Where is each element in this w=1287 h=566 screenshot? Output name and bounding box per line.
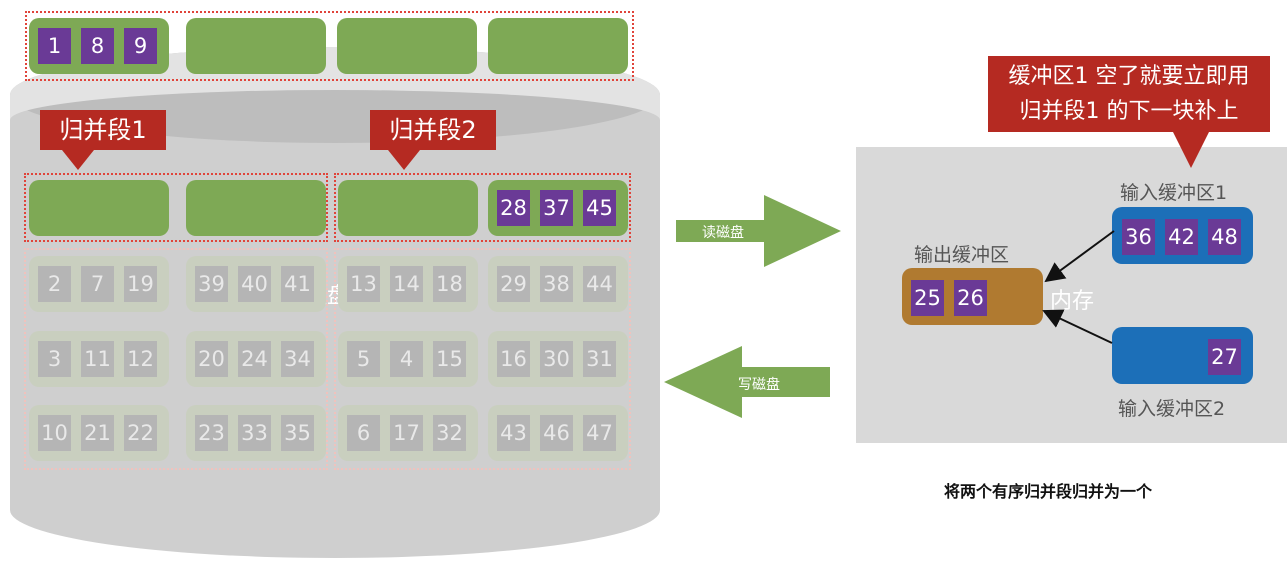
segment2-block-1 <box>338 180 478 236</box>
block-value: 11 <box>81 341 114 377</box>
segment2-callout-tail <box>388 150 420 170</box>
block-value: 19 <box>124 266 157 302</box>
block-value: 45 <box>583 190 616 226</box>
faded-block: 29 38 44 <box>488 256 628 312</box>
block-value: 15 <box>433 341 466 377</box>
buffer-value: 42 <box>1165 219 1198 255</box>
faded-block: 43 46 47 <box>488 405 628 461</box>
block-value: 34 <box>281 341 314 377</box>
block-value: 6 <box>347 415 380 451</box>
block-value: 31 <box>583 341 616 377</box>
faded-block: 39 40 41 <box>186 256 326 312</box>
faded-block: 20 24 34 <box>186 331 326 387</box>
top-block-3 <box>337 18 477 74</box>
block-value: 29 <box>497 266 530 302</box>
segment2-callout: 归并段2 <box>370 110 496 150</box>
buffer-value: 36 <box>1122 219 1155 255</box>
block-value: 41 <box>281 266 314 302</box>
output-buffer-label: 输出缓冲区 <box>914 244 1010 266</box>
top-block-4 <box>488 18 628 74</box>
input-buffer1: 36 42 48 <box>1112 207 1253 264</box>
segment2-block-2: 28 37 45 <box>488 180 628 236</box>
block-value: 3 <box>38 341 71 377</box>
buffer-callout: 缓冲区1 空了就要立即用 归并段1 的下一块补上 <box>988 56 1270 132</box>
block-value: 16 <box>497 341 530 377</box>
block-value: 12 <box>124 341 157 377</box>
block-value: 44 <box>583 266 616 302</box>
input-buffer1-label: 输入缓冲区1 <box>1120 182 1228 204</box>
faded-block: 2 7 19 <box>29 256 169 312</box>
write-disk-label: 写磁盘 <box>738 377 780 393</box>
input-buffer2: 27 <box>1112 327 1253 384</box>
segment1-block-2 <box>186 180 326 236</box>
buffer-value: 48 <box>1208 219 1241 255</box>
caption: 将两个有序归并段归并为一个 <box>944 482 1153 501</box>
buffer-value: 26 <box>954 280 987 316</box>
block-value: 7 <box>81 266 114 302</box>
block-value: 20 <box>195 341 228 377</box>
buffer-callout-line-1: 缓冲区1 空了就要立即用 <box>1008 64 1250 89</box>
block-value: 10 <box>38 415 71 451</box>
faded-block: 10 21 22 <box>29 405 169 461</box>
block-value: 38 <box>540 266 573 302</box>
block-value: 4 <box>390 341 423 377</box>
top-block-1: 1 8 9 <box>29 18 169 74</box>
segment2-rest-frame <box>334 248 631 470</box>
buffer-value: 25 <box>911 280 944 316</box>
block-value: 17 <box>390 415 423 451</box>
segment1-block-1 <box>29 180 169 236</box>
faded-block: 5 4 15 <box>338 331 478 387</box>
merge-arrows <box>1042 230 1115 344</box>
block-value: 35 <box>281 415 314 451</box>
segment1-callout-tail <box>62 150 94 170</box>
block-value: 46 <box>540 415 573 451</box>
buffer-callout-line-2: 归并段1 的下一块补上 <box>1019 99 1239 124</box>
segment1-rest-frame <box>24 248 328 470</box>
block-value: 47 <box>583 415 616 451</box>
block-value: 24 <box>238 341 271 377</box>
block-value: 32 <box>433 415 466 451</box>
faded-block: 23 33 35 <box>186 405 326 461</box>
block-value: 30 <box>540 341 573 377</box>
output-buffer: 25 26 <box>902 268 1043 325</box>
block-value: 39 <box>195 266 228 302</box>
block-value: 40 <box>238 266 271 302</box>
block-value: 1 <box>38 28 71 64</box>
block-value: 14 <box>390 266 423 302</box>
segment1-callout: 归并段1 <box>40 110 166 150</box>
block-value: 2 <box>38 266 71 302</box>
block-value: 28 <box>497 190 530 226</box>
faded-block: 3 11 12 <box>29 331 169 387</box>
top-block-2 <box>186 18 326 74</box>
buffer-value: 27 <box>1208 339 1241 375</box>
block-value: 9 <box>124 28 157 64</box>
write-disk-arrow <box>664 346 830 418</box>
read-disk-arrow <box>676 195 841 267</box>
block-value: 21 <box>81 415 114 451</box>
block-value: 23 <box>195 415 228 451</box>
block-value: 43 <box>497 415 530 451</box>
faded-block: 6 17 32 <box>338 405 478 461</box>
block-value: 5 <box>347 341 380 377</box>
read-disk-label: 读磁盘 <box>702 225 744 241</box>
top-row-frame <box>25 11 634 81</box>
faded-block: 16 30 31 <box>488 331 628 387</box>
segment2-frame <box>334 173 631 242</box>
segment1-frame <box>24 173 328 242</box>
arrow-buffer2-to-output <box>1042 309 1113 344</box>
input-buffer2-label: 输入缓冲区2 <box>1118 398 1226 420</box>
block-value: 8 <box>81 28 114 64</box>
arrow-buffer1-to-output <box>1044 230 1115 283</box>
block-value: 13 <box>347 266 380 302</box>
block-value: 37 <box>540 190 573 226</box>
faded-block: 13 14 18 <box>338 256 478 312</box>
block-value: 33 <box>238 415 271 451</box>
block-value: 18 <box>433 266 466 302</box>
buffer-callout-tail <box>1173 132 1209 168</box>
block-value: 22 <box>124 415 157 451</box>
